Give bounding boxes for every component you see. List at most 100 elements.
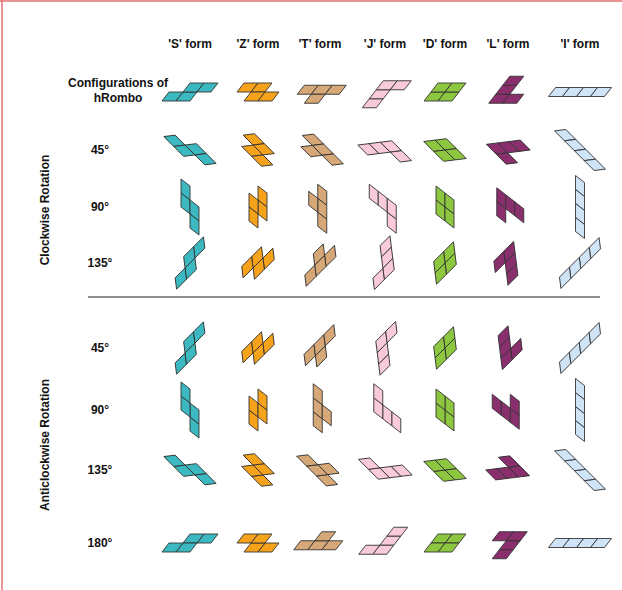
rhombus-cell: [492, 550, 513, 559]
rhombus-cell: [502, 264, 523, 285]
hrombo-piece: [181, 382, 199, 438]
rhombus-cell: [374, 384, 383, 405]
rhombus-cell: [390, 146, 411, 167]
rhombus-cell: [258, 333, 279, 354]
rhombus-cell: [506, 195, 515, 216]
rhombus-cell: [308, 244, 329, 265]
shape-grid: [162, 76, 612, 559]
rhombus-cell: [430, 263, 451, 284]
rhombus-cell: [584, 323, 605, 344]
row-label: 45°: [91, 341, 109, 356]
hrombo-piece: [309, 184, 327, 233]
row-label: 45°: [91, 143, 109, 158]
rhombus-cell: [190, 403, 199, 424]
rhombus-cell: [378, 191, 387, 212]
row-label: Configurations of hRombo: [68, 76, 168, 106]
rhombus-cell: [369, 184, 378, 205]
rhombus-cell: [515, 202, 524, 223]
hrombo-piece: [164, 322, 216, 374]
rhombus-cell: [390, 81, 411, 90]
hrombo-piece: [358, 126, 412, 180]
hrombo-piece: [489, 241, 533, 285]
rhombus-cell: [297, 450, 318, 471]
rhombus-cell: [436, 200, 445, 221]
hrombo-piece: [299, 325, 346, 372]
hrombo-piece: [249, 186, 267, 228]
rhombus-cell: [322, 149, 343, 170]
hrombo-piece: [486, 451, 530, 495]
hrombo-piece: [237, 83, 279, 101]
row-label: 90°: [91, 200, 109, 215]
rhombus-cell: [322, 405, 331, 426]
hrombo-piece: [486, 125, 530, 169]
rhombus-cell: [445, 207, 454, 228]
hrombo-piece: [436, 186, 454, 228]
hrombo-piece: [555, 445, 606, 496]
frame-border: [0, 0, 622, 2]
hrombo-piece: [549, 88, 612, 97]
rhombus-cell: [181, 193, 190, 214]
rhombus-cell: [237, 534, 258, 543]
rhombus-cell: [501, 401, 510, 422]
rhombus-cell: [164, 450, 185, 471]
hrombo-piece: [362, 81, 411, 108]
hrombo-piece: [555, 125, 606, 176]
rhombus-cell: [181, 382, 190, 403]
rhombus-cell: [431, 534, 452, 543]
rhombus-cell: [325, 85, 346, 94]
hrombo-piece: [361, 321, 415, 375]
rhombus-cell: [392, 412, 401, 433]
hrombo-piece: [424, 534, 466, 552]
hrombo-piece: [297, 443, 344, 490]
rhombus-cell: [503, 94, 524, 103]
rhombus-cell: [424, 455, 445, 476]
hrombo-piece: [424, 327, 466, 369]
hrombo-piece: [359, 527, 408, 554]
rhombus-cell: [439, 327, 460, 348]
frame-border: [1, 0, 3, 590]
rhombus-cell: [249, 396, 258, 417]
rhombus-cell: [183, 534, 204, 543]
rhombus-cell: [318, 458, 339, 479]
hrombo-piece: [424, 83, 466, 101]
hrombo-piece: [555, 323, 606, 374]
column-header: 'D' form: [423, 37, 467, 52]
row-label: 135°: [88, 463, 113, 478]
rhombus-cell: [576, 218, 585, 239]
rhombus-cell: [313, 384, 322, 405]
hrombo-piece: [549, 539, 612, 548]
rhombus-cell: [486, 464, 507, 485]
hrombo-piece: [497, 188, 524, 223]
column-header: 'Z' form: [236, 37, 279, 52]
hrombo-piece: [424, 449, 466, 491]
rhombus-cell: [387, 212, 396, 233]
row-label: 135°: [88, 256, 113, 271]
hrombo-piece: [296, 129, 343, 176]
rhombus-cell: [258, 92, 279, 101]
rhombus-cell: [197, 83, 218, 92]
rhombus-cell: [359, 545, 380, 554]
rhombus-cell: [190, 214, 199, 235]
hrombo-piece: [164, 444, 216, 496]
rhombus-cell: [503, 76, 524, 85]
hrombo-piece: [374, 384, 401, 433]
rhombus-cell: [300, 265, 321, 286]
rhombus-cell: [496, 85, 517, 94]
rhombus-cell: [509, 135, 530, 156]
hrombo-piece: [436, 389, 454, 431]
rhombus-cell: [301, 140, 322, 161]
hrombo-piece: [181, 179, 199, 235]
rhombus-cell: [445, 396, 454, 417]
hrombo-piece: [492, 394, 519, 429]
hrombo-piece: [294, 532, 343, 550]
rhombus-cell: [380, 536, 401, 545]
hrombo-piece: [489, 76, 524, 103]
rhombus-cell: [237, 257, 258, 278]
hrombo-piece: [237, 327, 279, 369]
row-label: 180°: [88, 536, 113, 551]
rhombus-cell: [424, 543, 445, 552]
rhombus-cell: [195, 149, 216, 170]
hrombo-piece: [313, 384, 331, 433]
hrombo-piece: [293, 239, 340, 286]
